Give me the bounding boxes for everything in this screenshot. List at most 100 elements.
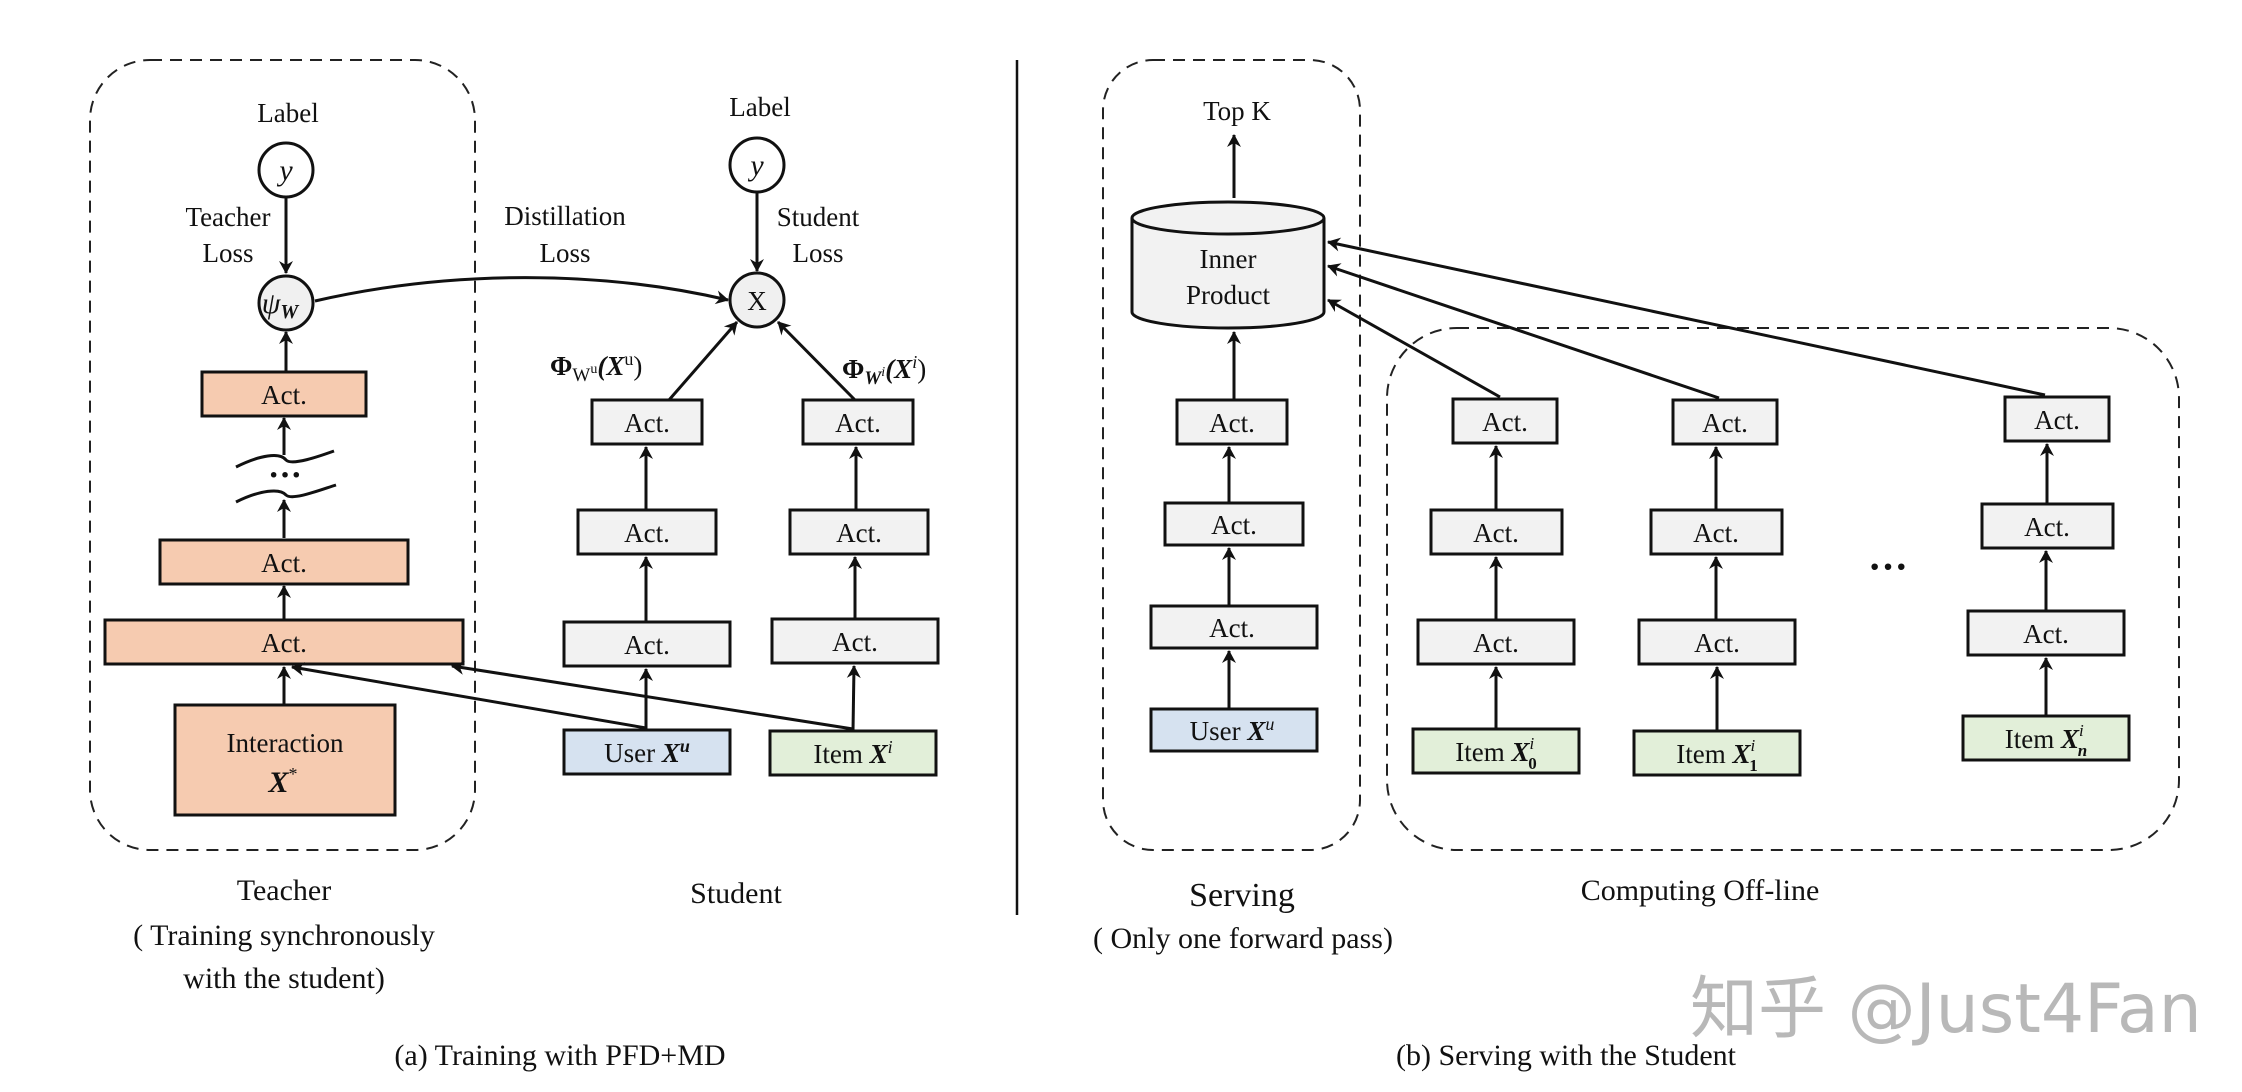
act-label: Act. [624,408,670,438]
item-feature-to-teacher-arrow [451,660,854,731]
panel-training: Label y Teacher Loss ψW Act. ··· Act. Ac… [89,59,940,1072]
teacher-output-node [257,274,315,332]
break-mark-bottom [235,483,337,504]
user-to-product-arrow [667,321,739,401]
act-label: Act. [832,627,878,657]
student-caption: Student [690,877,782,910]
act-label: Act. [1693,518,1739,548]
interaction-label: Interaction [227,728,344,758]
serving-user-act-middle [1163,501,1305,547]
teacher-caption-sub1: ( Training synchronously [133,919,435,952]
student-product-node [728,271,786,329]
item1-act-top [1671,398,1779,446]
teacher-ellipsis: ··· [268,457,302,494]
act-label: Act. [1211,510,1257,540]
distillation-label-2: Loss [539,238,590,268]
act-label: Act. [261,380,307,410]
item1-act-bottom [1637,618,1797,666]
distillation-label-1: Distillation [504,201,626,231]
serving-user-input-label: User Xu [1190,714,1275,746]
inner-product-label-1: Inner [1200,244,1257,274]
offline-region [1386,327,2180,851]
teacher-caption-sub2: with the student) [183,962,385,995]
teacher-caption: Teacher [237,874,331,907]
user-feature-to-teacher-arrow [291,662,647,730]
watermark: 知乎 @Just4Fan [1690,970,2202,1049]
act-label: Act. [1694,628,1740,658]
student-user-act-top [590,398,704,446]
teacher-act-layer-bottom [103,618,465,666]
act-label: Act. [1209,613,1255,643]
student-user-input [562,728,732,776]
psi-symbol: ψW [262,287,300,323]
distillation-loss-arrow [314,276,729,305]
teacher-label-title: Label [257,98,318,128]
act-label: Act. [261,628,307,658]
arrow [846,665,861,732]
itemn-input [1961,714,2131,762]
item0-to-product-arrow [1327,298,1501,399]
serving-subcaption: (b) Serving with the Student [1396,1039,1737,1072]
student-item-act-bottom [770,617,940,665]
top-k-label: Top K [1203,96,1271,126]
itemn-to-product-arrow [1327,237,2046,397]
student-item-act-middle [788,508,930,556]
itemn-act-top [2003,395,2111,443]
phi-user-label: ΦWu(Xu) [550,349,642,386]
student-user-act-bottom [562,620,732,668]
item0-input [1411,727,1581,775]
serving-user-act-bottom [1149,604,1319,650]
act-label: Act. [624,630,670,660]
serving-caption-sub: ( Only one forward pass) [1093,922,1393,955]
training-subcaption: (a) Training with PFD+MD [394,1039,725,1072]
teacher-loss-label-2: Loss [202,238,253,268]
teacher-y-symbol: y [276,154,293,187]
serving-region [1102,59,1361,851]
act-label: Act. [1702,408,1748,438]
panel-serving: Top K Inner Product Act. Act. Act. User … [1093,59,2180,1072]
item-to-product-arrow [776,320,857,402]
item-input-label: Item Xi [813,737,892,769]
serving-caption: Serving [1189,877,1295,914]
act-label: Act. [2034,405,2080,435]
act-label: Act. [835,408,881,438]
inner-product-cylinder [1130,200,1326,330]
item0-act-middle [1429,508,1564,556]
item0-act-bottom [1416,618,1576,666]
student-loss-label-1: Student [777,202,860,232]
act-label: Act. [1209,408,1255,438]
interaction-input-box [173,703,397,817]
user-input-label: User Xu [604,736,690,768]
product-symbol: X [747,286,767,316]
act-label: Act. [1473,518,1519,548]
act-label: Act. [1473,628,1519,658]
student-user-act-middle [576,508,718,556]
serving-user-act-top [1175,398,1289,446]
act-label: Act. [836,518,882,548]
interaction-var: X* [267,764,297,799]
break-mark-top [235,449,335,469]
phi-item-label: ΦWi(Xi) [842,352,926,389]
item1-to-product-arrow [1327,263,1720,400]
student-y-symbol: y [747,149,764,182]
student-loss-label-2: Loss [792,238,843,268]
teacher-act-layer-top [200,370,368,418]
item1-input [1632,729,1802,777]
act-label: Act. [2023,619,2069,649]
student-item-input [768,729,938,777]
student-item-act-top [801,398,915,446]
act-label: Act. [624,518,670,548]
student-label-title: Label [729,92,790,122]
teacher-act-layer-middle [158,538,410,586]
offline-caption: Computing Off-line [1581,874,1820,907]
teacher-loss-label-1: Teacher [185,202,270,232]
inner-product-label-2: Product [1186,280,1270,310]
act-label: Act. [261,548,307,578]
itemn-act-bottom [1966,609,2126,657]
itemn-act-middle [1980,502,2115,550]
serving-user-input [1149,707,1319,753]
item0-act-top [1451,397,1559,445]
